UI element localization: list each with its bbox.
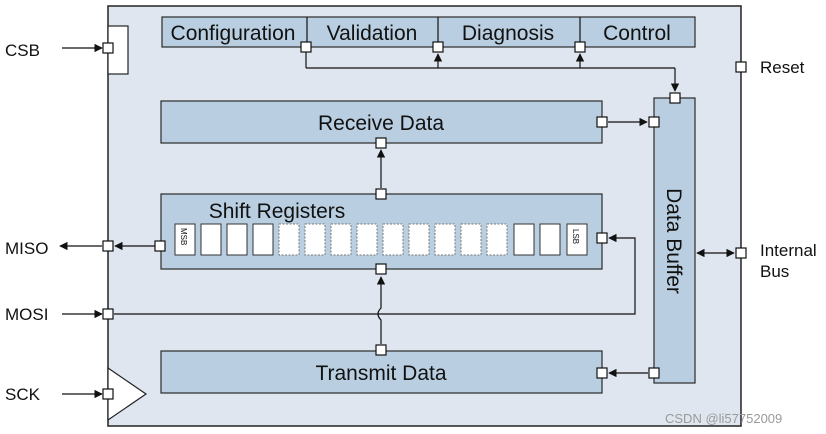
- pin-square: [102, 388, 114, 400]
- register-cell: [200, 223, 222, 256]
- pin-square: [669, 92, 681, 104]
- configuration-block-label: Configuration: [171, 22, 296, 45]
- internal-bus-label-line2: Bus: [760, 262, 789, 281]
- register-cell: [278, 223, 300, 256]
- top-blocks-group: Configuration Validation Diagnosis Contr…: [161, 16, 696, 48]
- pin-square: [300, 41, 312, 53]
- register-cell: [304, 223, 326, 256]
- pin-square: [102, 42, 114, 54]
- register-cell: [513, 223, 535, 256]
- pin-square: [375, 344, 387, 356]
- register-cell: [539, 223, 561, 256]
- register-cell: [356, 223, 378, 256]
- pin-square: [102, 308, 114, 320]
- validation-block-label: Validation: [327, 22, 418, 45]
- transmit-data-label: Transmit Data: [315, 362, 446, 385]
- miso-label: MISO: [5, 239, 48, 258]
- register-cells: MSB LSB: [174, 223, 588, 256]
- register-cell: [330, 223, 352, 256]
- lsb-cell: [566, 223, 588, 256]
- mosi-label: MOSI: [5, 305, 48, 324]
- register-cell: [382, 223, 404, 256]
- register-cell: [408, 223, 430, 256]
- pin-square: [154, 240, 166, 252]
- pin-square: [648, 116, 660, 128]
- msb-cell: [174, 223, 196, 256]
- data-buffer-block: [653, 97, 696, 384]
- register-cell: [460, 223, 482, 256]
- pin-square: [735, 247, 747, 259]
- control-block-label: Control: [603, 22, 671, 45]
- shift-registers-label: Shift Registers: [209, 200, 346, 223]
- pin-square: [102, 240, 114, 252]
- pin-square: [596, 232, 608, 244]
- data-buffer-label: Data Buffer: [662, 188, 685, 294]
- watermark: CSDN @li57752009: [665, 411, 782, 426]
- pin-square: [648, 367, 660, 379]
- register-cell: [252, 223, 274, 256]
- register-cell: [434, 223, 456, 256]
- pin-square: [574, 41, 586, 53]
- sck-label: SCK: [5, 385, 41, 404]
- internal-bus-label-line1: Internal: [760, 241, 817, 260]
- register-cell: [486, 223, 508, 256]
- pin-square: [596, 367, 608, 379]
- diagnosis-block-label: Diagnosis: [462, 22, 554, 45]
- pins: [102, 41, 747, 400]
- mosi-wire: [114, 233, 636, 315]
- register-cell: [226, 223, 248, 256]
- pin-square: [375, 137, 387, 149]
- reset-label: Reset: [760, 58, 805, 77]
- receive-data-block: [160, 100, 603, 144]
- pin-square: [375, 188, 387, 200]
- csb-label: CSB: [5, 41, 40, 60]
- pin-square: [596, 116, 608, 128]
- pin-square: [432, 41, 444, 53]
- msb-label: MSB: [179, 228, 188, 245]
- top-blocks-frame: [161, 16, 696, 48]
- lsb-label: LSB: [571, 229, 580, 244]
- pin-square: [735, 61, 747, 73]
- receive-data-label: Receive Data: [318, 112, 444, 135]
- pin-square: [375, 263, 387, 275]
